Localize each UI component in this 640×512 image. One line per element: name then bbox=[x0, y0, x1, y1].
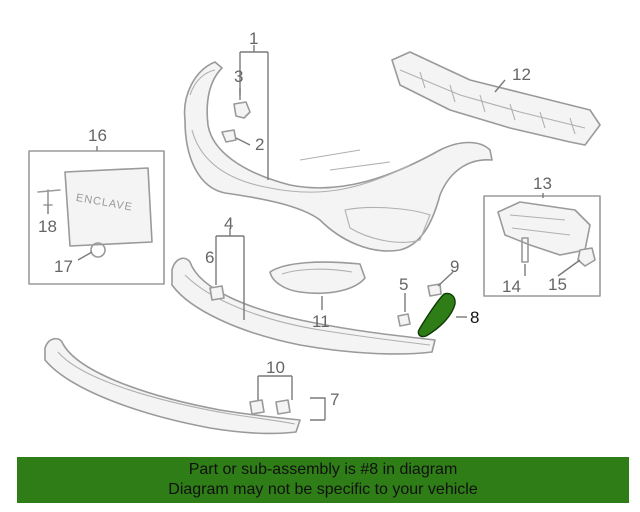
callout-5: 5 bbox=[399, 275, 408, 294]
callout-14: 14 bbox=[502, 277, 521, 296]
push-pin-fastener-3 bbox=[233, 101, 251, 119]
callout-9: 9 bbox=[450, 257, 459, 276]
clip-fastener-2 bbox=[221, 129, 237, 143]
callout-15: 15 bbox=[548, 275, 567, 294]
fog-lamp-bezel bbox=[269, 261, 366, 295]
bracket-group bbox=[483, 195, 601, 297]
callout-3: 3 bbox=[234, 67, 243, 86]
part-info-banner: Part or sub-assembly is #8 in diagram Di… bbox=[17, 457, 629, 503]
retainer-6 bbox=[209, 285, 225, 301]
callout-16: 16 bbox=[88, 126, 107, 145]
callout-2: 2 bbox=[255, 135, 264, 154]
highlighted-part-8-bracket bbox=[417, 292, 456, 338]
callout-numbers: 1 2 3 4 5 6 7 8 9 10 11 12 13 14 15 16 1… bbox=[38, 29, 567, 409]
callout-13: 13 bbox=[533, 174, 552, 193]
callout-7: 7 bbox=[330, 390, 339, 409]
callout-10: 10 bbox=[266, 358, 285, 377]
callout-8: 8 bbox=[470, 308, 479, 327]
leader-lines bbox=[47, 45, 581, 421]
license-plate-group: ENCLAVE bbox=[28, 150, 165, 285]
parts-diagram: ENCLAVE bbox=[28, 29, 601, 435]
upper-bumper-fascia bbox=[183, 61, 493, 252]
air-deflector bbox=[44, 337, 301, 435]
banner-line-disclaimer: Diagram may not be specific to your vehi… bbox=[168, 481, 478, 498]
callout-18: 18 bbox=[38, 217, 57, 236]
fastener-pair-10 bbox=[249, 399, 291, 415]
callout-6: 6 bbox=[205, 248, 214, 267]
callout-17: 17 bbox=[54, 257, 73, 276]
banner-line-part: Part or sub-assembly is #8 in diagram bbox=[188, 461, 458, 478]
screw-9 bbox=[427, 283, 442, 297]
energy-absorber bbox=[391, 51, 601, 146]
callout-1: 1 bbox=[249, 29, 258, 48]
callout-11: 11 bbox=[312, 312, 330, 331]
callout-4: 4 bbox=[224, 214, 233, 233]
callout-12: 12 bbox=[512, 65, 531, 84]
bolt-5 bbox=[397, 313, 411, 327]
